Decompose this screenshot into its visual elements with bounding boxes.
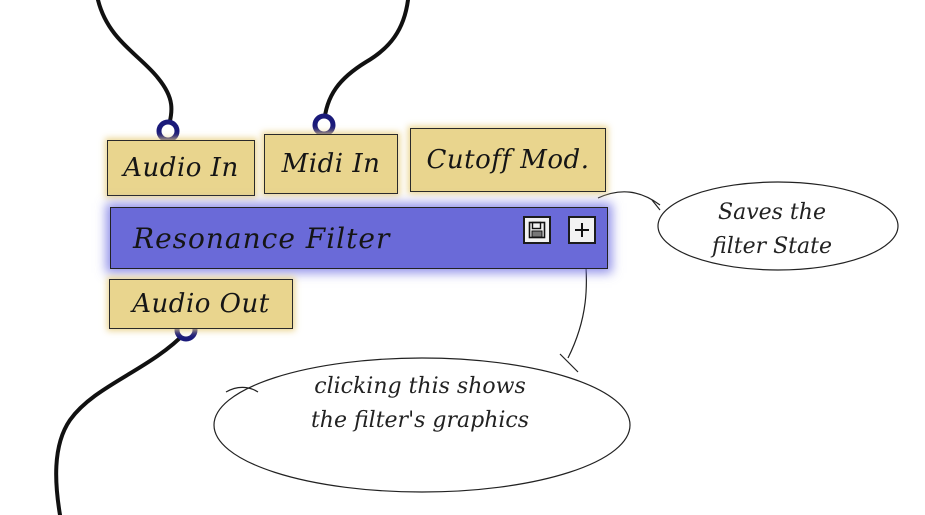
midi-in-port[interactable]: Midi In: [264, 134, 398, 194]
show-graphics-button[interactable]: [568, 216, 596, 244]
save-button[interactable]: [523, 216, 551, 244]
audio-out-cable[interactable]: [54, 330, 188, 515]
resonance-filter-node[interactable]: Resonance Filter: [110, 207, 608, 269]
midi-in-connector[interactable]: [312, 113, 336, 137]
audio-in-cable[interactable]: [96, 0, 174, 132]
graphics-note-bubble: [213, 357, 631, 493]
audio-out-port[interactable]: Audio Out: [109, 279, 293, 329]
midi-in-label: Midi In: [281, 149, 381, 179]
midi-in-cable[interactable]: [322, 0, 410, 126]
plus-icon: [575, 223, 589, 237]
graphics-note-text: clicking this shows the filter's graphic…: [250, 370, 590, 438]
audio-out-label: Audio Out: [132, 289, 270, 319]
node-title: Resonance Filter: [133, 222, 391, 255]
save-note-bubble: [657, 181, 899, 271]
save-note-line-2: filter State: [712, 234, 832, 259]
audio-in-port[interactable]: Audio In: [107, 140, 255, 196]
save-note-pointer: [597, 191, 661, 206]
save-note-line-1: Saves the: [718, 200, 826, 225]
graphics-note-pointer: [567, 253, 588, 359]
cutoff-mod-port[interactable]: Cutoff Mod.: [410, 128, 606, 192]
audio-in-label: Audio In: [123, 153, 239, 183]
floppy-disk-icon: [528, 221, 546, 239]
cutoff-mod-label: Cutoff Mod.: [426, 145, 590, 175]
graphics-note-line-2: the filter's graphics: [310, 408, 530, 433]
audio-in-connector[interactable]: [156, 119, 180, 143]
save-note-text: Saves the filter State: [672, 196, 872, 264]
graphics-note-line-1: clicking this shows: [314, 374, 526, 399]
